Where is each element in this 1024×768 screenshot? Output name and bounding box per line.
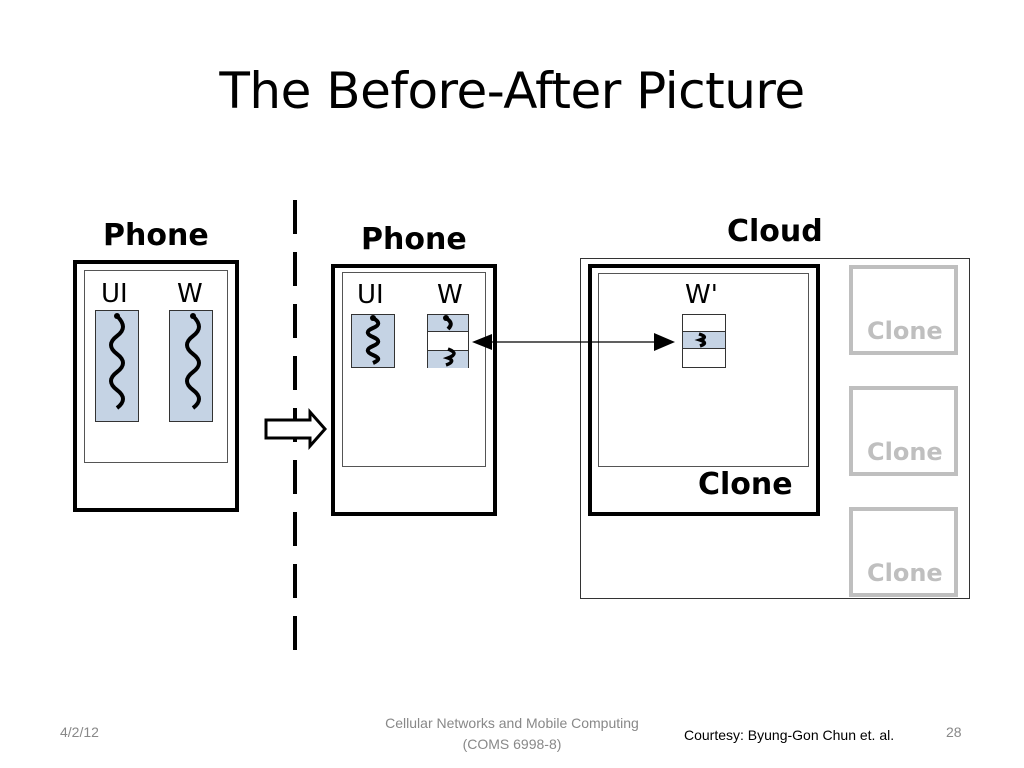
slide-title: The Before-After Picture [219,62,805,120]
cloud-box [580,258,970,599]
active-clone-screen [598,273,809,467]
footer-page-number: 28 [946,724,962,740]
idle-clone-box-3 [849,507,958,597]
footer-courtesy: Courtesy: Byung-Gon Chun et. al. [684,727,895,743]
left-ui-label: UI [101,279,128,309]
clone-thread-squiggle [694,332,707,348]
footer-course-line2: (COMS 6998-8) [462,736,562,752]
right-phone-box [331,264,497,516]
footer-date: 4/2/12 [60,724,99,740]
clone-thread-label: W' [685,280,718,310]
left-ui-thread [95,310,139,422]
active-clone-box [588,264,820,516]
left-ui-thread-squiggle [109,314,125,410]
idle-clone-label-3: Clone [867,559,943,587]
left-phone-screen [84,270,228,463]
idle-clone-box-1 [849,265,958,355]
right-ui-label: UI [357,280,384,310]
right-phone-screen [342,272,486,467]
right-ui-thread [351,314,395,368]
offload-arrowhead-left [472,334,492,350]
left-phone-box [73,260,239,512]
right-w-thread-squiggle-bottom [442,347,456,367]
offload-arrowhead-right [654,333,675,351]
left-w-label: W [177,279,203,309]
idle-clone-label-2: Clone [867,438,943,466]
cloud-label: Cloud [727,214,823,249]
left-w-thread-squiggle [185,314,201,410]
right-w-label: W [437,280,463,310]
idle-clone-label-1: Clone [867,317,943,345]
left-phone-label: Phone [103,218,209,253]
active-clone-label: Clone [698,467,793,502]
idle-clone-box-2 [849,386,958,476]
left-w-thread [169,310,213,422]
transition-block-arrow [264,408,328,450]
clone-thread [682,314,726,368]
right-phone-label: Phone [361,222,467,257]
right-ui-thread-squiggle [365,316,381,365]
footer-course: Cellular Networks and Mobile Computing (… [362,713,662,755]
footer-course-line1: Cellular Networks and Mobile Computing [385,715,639,731]
